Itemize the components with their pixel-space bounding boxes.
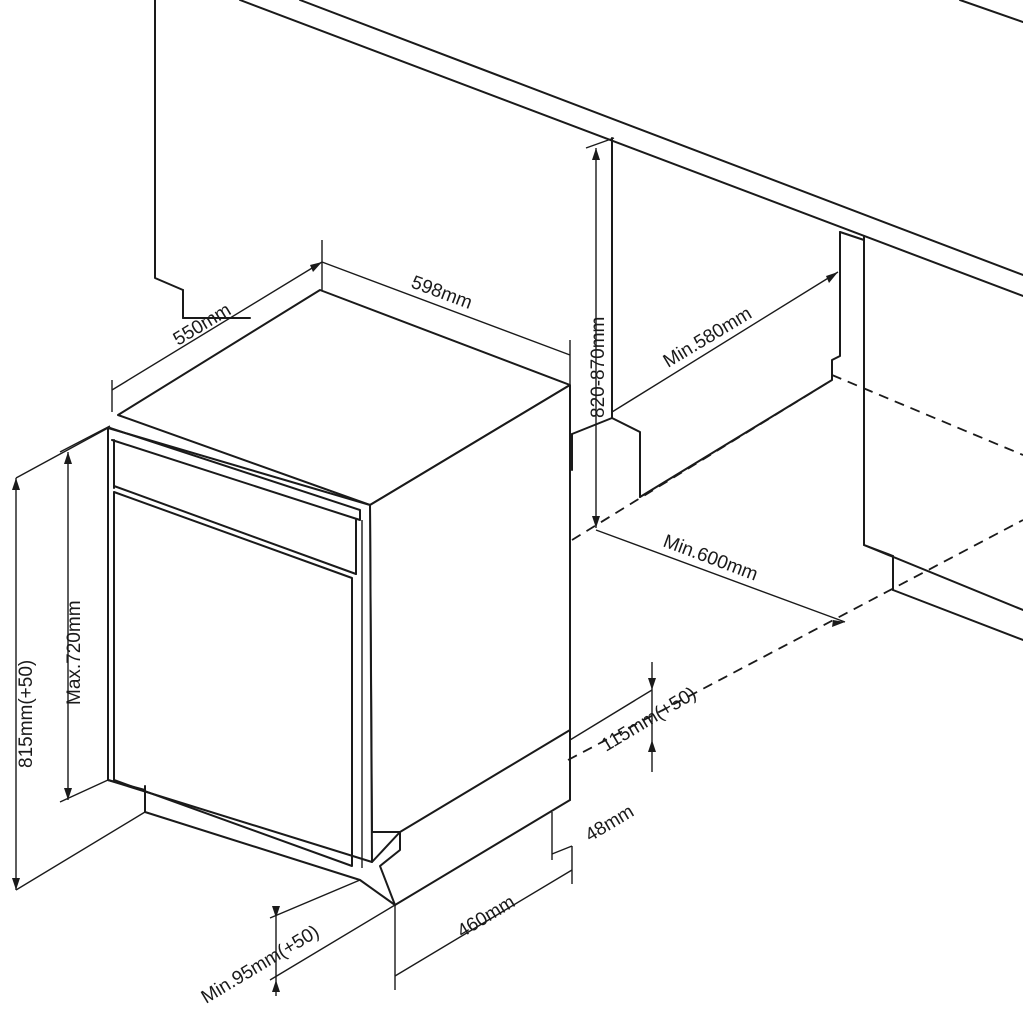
- panel-height-label: Max.720mm: [64, 600, 85, 705]
- dishwasher-body: [107, 289, 571, 906]
- plinth-height-label: 115mm(+50): [598, 683, 700, 756]
- toe-kick-label: Min.95mm(+50): [198, 921, 323, 1008]
- cabinet-height-label: 820-870mm: [588, 317, 609, 418]
- total-height-label: 815mm(+50): [16, 660, 37, 768]
- niche-width-label: Min.600mm: [660, 531, 760, 585]
- cabinet-depth-label: Min.580mm: [660, 303, 756, 372]
- plinth-depth-label: 48mm: [582, 801, 638, 846]
- foot-depth-label: 460mm: [454, 892, 519, 943]
- niche-floor-lines: [567, 374, 1023, 761]
- dimension-arrows: [12, 148, 845, 992]
- depth-label: 550mm: [170, 300, 235, 351]
- kitchen-cabinets: [154, 0, 1023, 641]
